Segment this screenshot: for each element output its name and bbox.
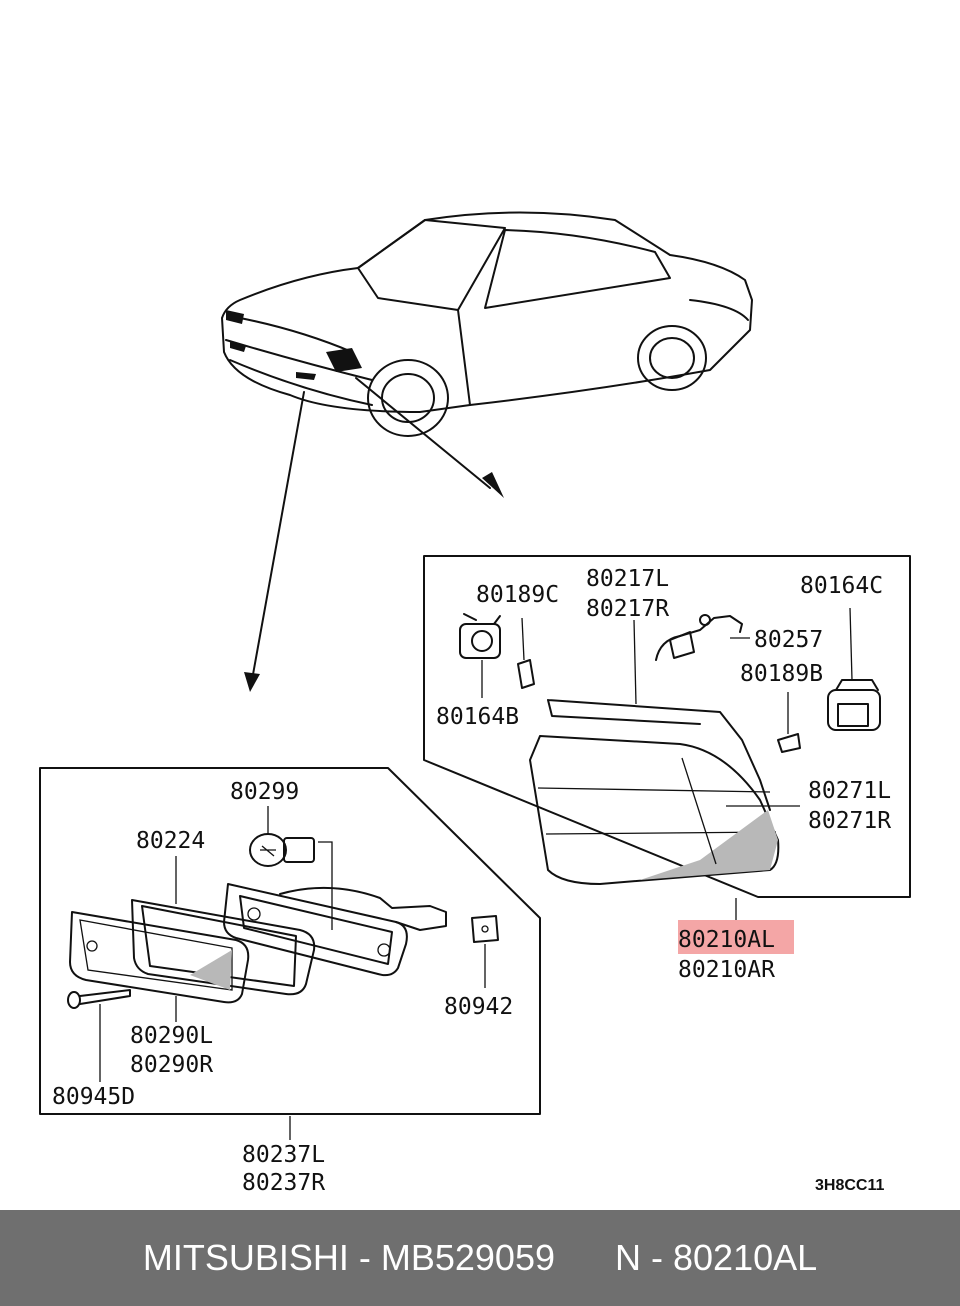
label-80217R: 80217R (586, 596, 669, 622)
label-80290R: 80290R (130, 1052, 213, 1078)
label-80210AL[interactable]: 80210AL (678, 927, 775, 953)
label-80945D: 80945D (52, 1084, 135, 1110)
footer-bar: MITSUBISHI - MB529059 N - 80210AL (0, 1210, 960, 1306)
socket-80164B-icon (459, 613, 501, 698)
label-80217L: 80217L (586, 566, 669, 592)
gasket-80217-icon (547, 619, 771, 811)
footer-ref-prefix: N - (615, 1237, 674, 1278)
front-lamp-highlight-icon (326, 348, 362, 372)
footer-gap (555, 1237, 615, 1279)
label-80164B: 80164B (436, 704, 519, 730)
footer-ref-number: 80210AL (673, 1237, 818, 1278)
label-80237R: 80237R (242, 1170, 325, 1196)
label-80237L: 80237L (242, 1142, 325, 1168)
footer-separator: - (348, 1237, 381, 1278)
housing-80237-icon (223, 883, 447, 1140)
label-80290L: 80290L (130, 1023, 213, 1049)
label-80299: 80299 (230, 779, 299, 805)
label-80271R: 80271R (808, 808, 891, 834)
label-80224: 80224 (136, 828, 205, 854)
arrow-to-corner-lamp (355, 377, 491, 489)
label-80257: 80257 (754, 627, 823, 653)
label-80210AR: 80210AR (678, 957, 775, 983)
arrow-to-bumper-lamp (251, 391, 305, 681)
diagram-code: 3H8CC11 (815, 1177, 884, 1194)
clip-80189B-icon (777, 692, 801, 753)
screw-80945D-icon (67, 989, 131, 1082)
label-80271L: 80271L (808, 778, 891, 804)
label-80189B: 80189B (740, 661, 823, 687)
car-illustration (221, 211, 753, 437)
corner-lamp-box (423, 555, 911, 898)
clip-80189C-icon (517, 617, 535, 689)
label-80189C: 80189C (476, 582, 559, 608)
label-80942: 80942 (444, 994, 513, 1020)
highlight-80210AL (678, 920, 794, 954)
lens-80271-icon (529, 735, 800, 920)
parts-diagram: 80189C 80217L 80217R 80164C 80257 80189B… (39, 211, 911, 1196)
footer-part-number: MB529059 (380, 1237, 555, 1278)
clip-80942-icon (471, 915, 499, 988)
bumper-lamp-box (39, 767, 541, 1115)
bulb-80299-icon (249, 806, 333, 930)
footer-brand: MITSUBISHI (142, 1237, 349, 1278)
wire-harness-80257-icon (655, 614, 750, 661)
label-80164C: 80164C (800, 573, 883, 599)
lens-80290-icon (69, 911, 250, 1022)
socket-80164C-icon (827, 607, 881, 731)
